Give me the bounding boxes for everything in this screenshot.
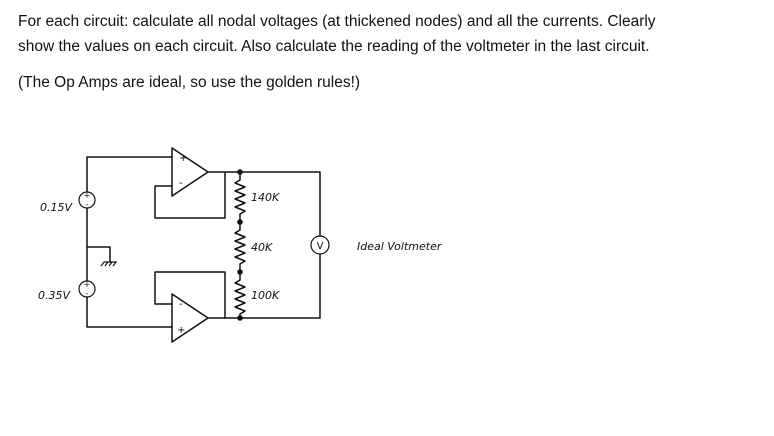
opamp-bottom-minus: - <box>179 299 183 310</box>
source-top-plus-glyph: + <box>84 191 91 200</box>
voltmeter-symbol: V <box>317 241 324 252</box>
node-c <box>237 269 243 275</box>
opamp-top-plus: + <box>179 153 187 164</box>
resistor-40k-label: 40K <box>251 241 273 254</box>
node-a <box>237 169 243 175</box>
opamp-top-minus: - <box>179 178 183 189</box>
source-bottom-plus-glyph: + <box>84 280 91 289</box>
instructions: For each circuit: calculate all nodal vo… <box>18 9 758 95</box>
resistor-40k <box>234 221 246 273</box>
ground-wiring <box>86 207 117 282</box>
voltage-source-top: + - <box>78 191 96 209</box>
instruction-line-2: show the values on each circuit. Also ca… <box>18 38 650 55</box>
resistor-140k-label: 140K <box>251 191 280 204</box>
ground-icon <box>100 261 117 267</box>
opamp-bottom-plus: + <box>177 325 185 336</box>
source-bottom-minus-glyph: - <box>86 289 89 298</box>
node-b <box>237 219 243 225</box>
source-top-label: 0.15V <box>40 201 73 214</box>
source-bottom-label: 0.35V <box>38 289 71 302</box>
resistor-100k-label: 100K <box>251 289 280 302</box>
resistor-100k <box>234 271 246 319</box>
opamp-bottom: - + <box>171 293 209 343</box>
node-d <box>237 315 243 321</box>
voltage-source-bottom: + - <box>78 280 96 298</box>
instruction-line-1: For each circuit: calculate all nodal vo… <box>18 13 656 30</box>
instruction-line-3: (The Op Amps are ideal, so use the golde… <box>18 74 361 91</box>
voltmeter-label: Ideal Voltmeter <box>357 240 443 253</box>
source-top-minus-glyph: - <box>86 200 89 209</box>
voltmeter-icon: V <box>310 235 330 255</box>
opamp-top: + - <box>171 147 209 197</box>
resistor-140k <box>234 171 246 223</box>
